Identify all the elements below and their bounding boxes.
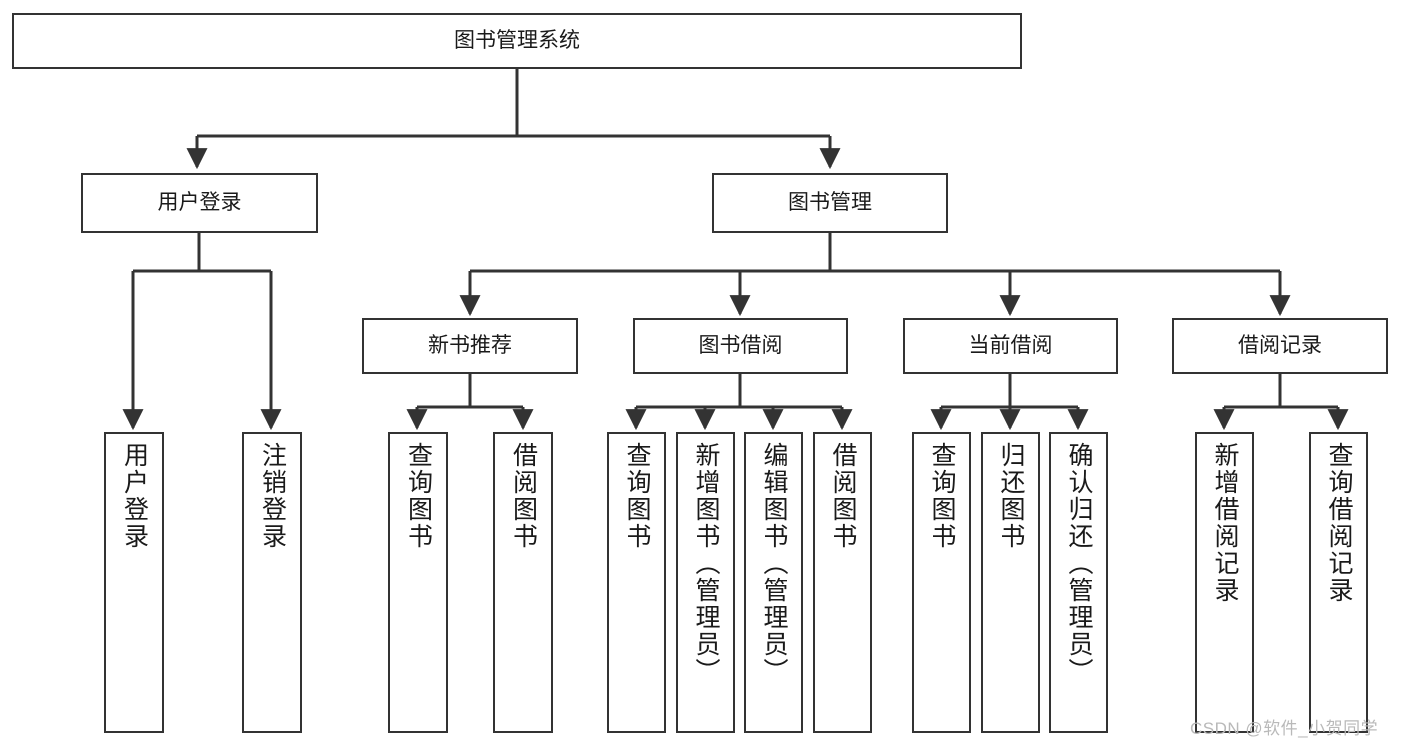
node-leaf-user-login[interactable]: 用户登录 (104, 432, 164, 733)
node-label: 新增借阅记录 (1211, 442, 1239, 604)
node-label: 注销登录 (258, 442, 287, 550)
node-label: 新增图书（管理员） (692, 442, 720, 685)
node-leaf-logout-login[interactable]: 注销登录 (242, 432, 302, 733)
node-leaf-query-book-current[interactable]: 查询图书 (912, 432, 971, 733)
node-leaf-query-book-borrow[interactable]: 查询图书 (607, 432, 666, 733)
node-label: 查询借阅记录 (1325, 442, 1353, 604)
node-label: 图书借阅 (698, 333, 783, 357)
node-label: 归还图书 (997, 442, 1025, 550)
node-label: 查询图书 (404, 442, 433, 550)
node-leaf-confirm-return-admin[interactable]: 确认归还（管理员） (1049, 432, 1108, 733)
node-label: 借阅图书 (509, 442, 538, 550)
node-current-borrow[interactable]: 当前借阅 (903, 318, 1118, 374)
node-book-management[interactable]: 图书管理 (712, 173, 948, 233)
node-label: 借阅图书 (829, 442, 857, 550)
node-leaf-borrow-book-recommend[interactable]: 借阅图书 (493, 432, 553, 733)
node-label: 用户登录 (120, 442, 149, 550)
node-root-book-management-system[interactable]: 图书管理系统 (12, 13, 1022, 69)
node-label: 用户登录 (157, 190, 242, 214)
node-leaf-add-book-admin[interactable]: 新增图书（管理员） (676, 432, 735, 733)
node-borrow-record[interactable]: 借阅记录 (1172, 318, 1388, 374)
node-leaf-query-borrow-record[interactable]: 查询借阅记录 (1309, 432, 1368, 733)
node-label: 查询图书 (928, 442, 956, 550)
node-label: 图书管理 (788, 190, 872, 214)
node-leaf-query-book-recommend[interactable]: 查询图书 (388, 432, 448, 733)
node-leaf-add-borrow-record[interactable]: 新增借阅记录 (1195, 432, 1254, 733)
node-label: 当前借阅 (968, 333, 1053, 357)
node-new-book-recommend[interactable]: 新书推荐 (362, 318, 578, 374)
node-leaf-edit-book-admin[interactable]: 编辑图书（管理员） (744, 432, 803, 733)
node-label: 查询图书 (623, 442, 651, 550)
node-label: 编辑图书（管理员） (760, 442, 788, 685)
node-label: 新书推荐 (428, 333, 512, 357)
node-book-borrow[interactable]: 图书借阅 (633, 318, 848, 374)
node-user-login[interactable]: 用户登录 (81, 173, 318, 233)
node-leaf-borrow-book[interactable]: 借阅图书 (813, 432, 872, 733)
node-label: 图书管理系统 (454, 28, 580, 52)
node-label: 确认归还（管理员） (1065, 442, 1093, 685)
node-label: 借阅记录 (1238, 333, 1322, 357)
node-leaf-return-book[interactable]: 归还图书 (981, 432, 1040, 733)
